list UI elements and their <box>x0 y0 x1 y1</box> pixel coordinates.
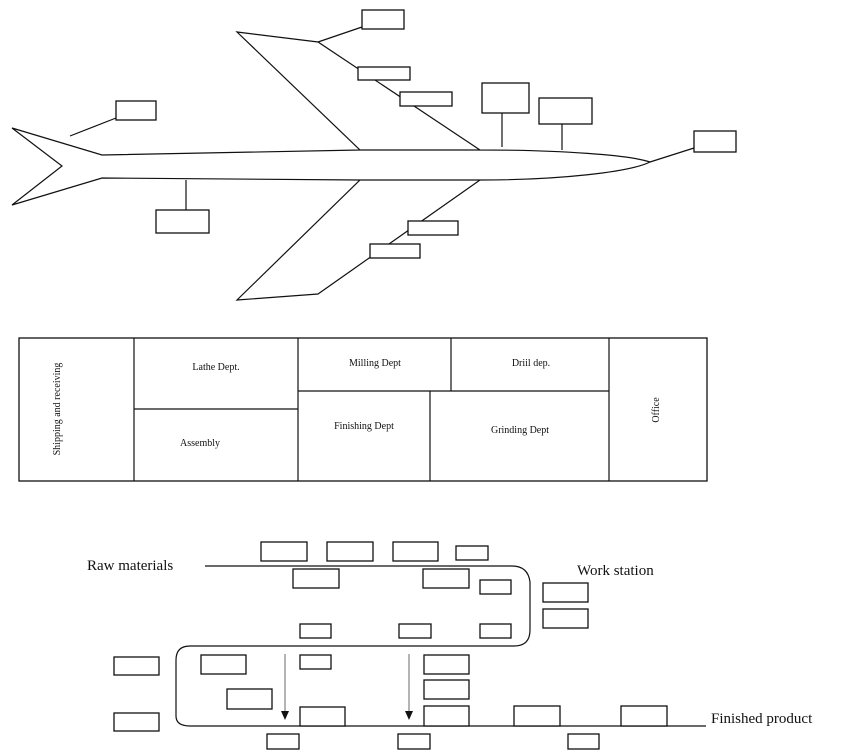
work-station-box <box>567 733 600 750</box>
product-layout: Raw materials Work station Finished prod… <box>87 541 813 750</box>
support-box <box>407 220 459 236</box>
label-raw-materials: Raw materials <box>87 558 173 574</box>
work-station-box <box>113 656 160 676</box>
support-box <box>357 66 411 81</box>
support-box <box>538 97 593 125</box>
dept-label-grinding: Grinding Dept <box>491 425 549 436</box>
support-box <box>399 91 453 107</box>
label-finished-product: Finished product <box>711 711 813 727</box>
work-station-box <box>299 706 346 727</box>
flow-arrow-head <box>281 711 289 720</box>
support-box <box>115 100 157 121</box>
work-station-box <box>200 654 247 675</box>
work-station-box <box>513 705 561 727</box>
leader-line <box>317 26 363 43</box>
process-layout: Shipping and receiving Lathe Dept. Assem… <box>18 337 708 482</box>
dept-label-assembly: Assembly <box>180 438 220 449</box>
work-station-box <box>292 568 340 589</box>
support-box <box>369 243 421 259</box>
leader-line <box>69 117 117 137</box>
work-station-box <box>423 705 470 727</box>
work-station-box <box>542 608 589 629</box>
dept-label-milling: Milling Dept <box>349 358 401 369</box>
airplane-layout <box>11 9 737 301</box>
production-line-path <box>175 565 706 727</box>
dept-label-drill: Driil dep. <box>512 358 550 369</box>
dept-label-office: Office <box>651 397 662 423</box>
leader-line <box>649 147 695 163</box>
dept-label-finishing: Finishing Dept <box>334 421 394 432</box>
support-box <box>481 82 530 114</box>
support-box <box>155 209 210 234</box>
work-station-box <box>423 679 470 700</box>
work-station-box <box>620 705 668 727</box>
work-station-box <box>479 623 512 639</box>
work-station-box <box>260 541 308 562</box>
airplane-outline <box>11 31 652 301</box>
work-station-box <box>392 541 439 562</box>
work-station-box <box>226 688 273 710</box>
work-station-box <box>326 541 374 562</box>
work-station-box <box>422 568 470 589</box>
work-station-box <box>479 579 512 595</box>
work-station-box <box>266 733 300 750</box>
dept-label-lathe: Lathe Dept. <box>192 362 239 373</box>
dept-label-shipping: Shipping and receiving <box>52 363 63 456</box>
support-box <box>693 130 737 153</box>
label-work-station: Work station <box>577 563 654 579</box>
work-station-box <box>455 545 489 561</box>
work-station-box <box>542 582 589 603</box>
work-station-box <box>113 712 160 732</box>
work-station-box <box>397 733 431 750</box>
work-station-box <box>398 623 432 639</box>
work-station-box <box>299 654 332 670</box>
support-box <box>361 9 405 30</box>
work-station-box <box>299 623 332 639</box>
work-station-box <box>423 654 470 675</box>
flow-arrow-head <box>405 711 413 720</box>
